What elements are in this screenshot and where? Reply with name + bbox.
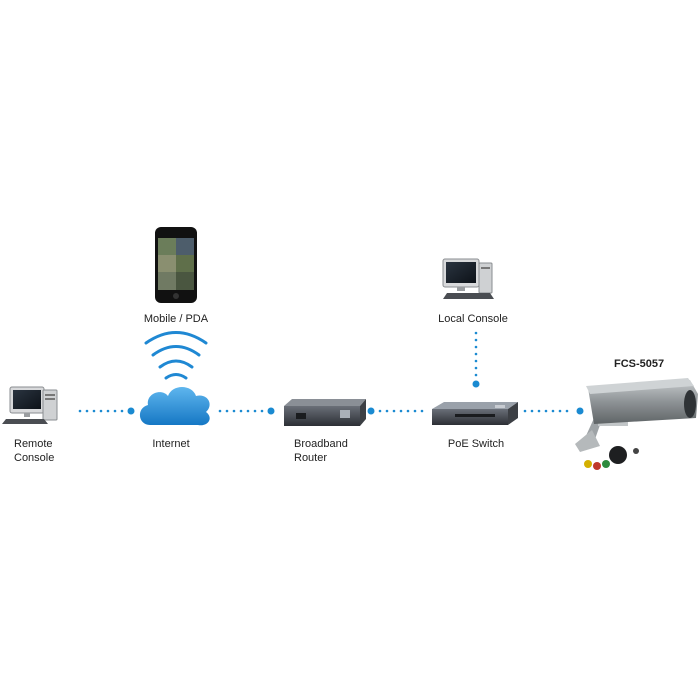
- camera-model-label: FCS-5057: [614, 358, 665, 370]
- links: [78, 331, 584, 415]
- remote-console-pc-icon: [2, 386, 58, 424]
- router-label-line1: Broadband: [294, 438, 348, 450]
- mobile-phone-icon: [155, 227, 197, 303]
- link-router-switch: [367, 407, 424, 415]
- internet-cloud-icon: [139, 387, 210, 426]
- link-internet-router: [218, 407, 275, 415]
- internet-label: Internet: [152, 438, 190, 450]
- wifi-signal-icon: [144, 331, 208, 380]
- link-remote-internet: [78, 407, 135, 415]
- remote-console-label: Remote Console: [14, 437, 54, 465]
- poe-switch-label: PoE Switch: [447, 438, 505, 450]
- remote-console-label-line1: Remote: [14, 438, 53, 450]
- router-label-line2: Router: [294, 452, 328, 464]
- link-switch-camera: [523, 407, 584, 415]
- local-console-label: Local Console: [438, 313, 508, 325]
- poe-switch-icon: [432, 402, 518, 425]
- remote-console-label-line2: Console: [14, 452, 55, 464]
- mobile-label: Mobile / PDA: [143, 313, 209, 325]
- fcs-5057-camera-icon: [575, 378, 698, 470]
- router-label: Broadband Router: [294, 437, 348, 465]
- local-console-pc-icon: [442, 258, 494, 299]
- broadband-router-icon: [284, 399, 366, 426]
- link-local-switch: [472, 331, 480, 388]
